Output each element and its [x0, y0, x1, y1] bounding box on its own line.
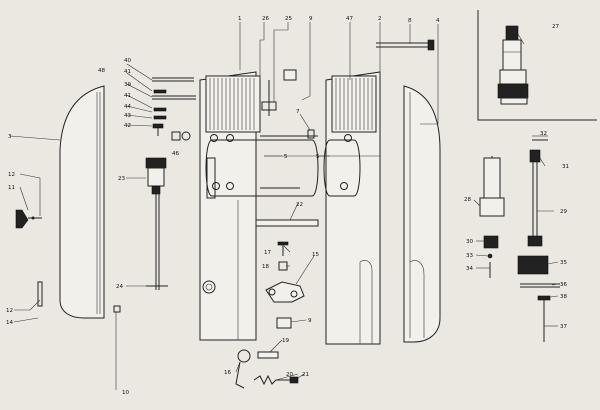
- callout-29: 29: [560, 209, 567, 215]
- callout-34: 34: [466, 266, 473, 272]
- gear-25: [261, 80, 277, 116]
- rod-39: [152, 95, 196, 100]
- nut-46: [171, 131, 191, 141]
- callout-21: 21: [302, 372, 309, 378]
- callout-41b: 41: [124, 93, 131, 99]
- block-9-top: [283, 69, 297, 81]
- callout-8: 8: [408, 18, 412, 24]
- cable-7: [260, 135, 318, 189]
- callout-2: 2: [378, 16, 382, 22]
- callout-22: 22: [296, 202, 303, 208]
- callout-28: 28: [464, 197, 471, 203]
- inset-detail-box: [477, 10, 597, 121]
- callout-37: 37: [560, 324, 567, 330]
- leader-lines: [9, 22, 559, 390]
- callout-16: 16: [224, 370, 231, 376]
- callout-35: 35: [560, 260, 567, 266]
- screw-42: [152, 123, 164, 136]
- left-cover: [59, 85, 105, 319]
- callout-30: 30: [466, 239, 473, 245]
- screw-19: [257, 351, 279, 359]
- callout-48: 48: [98, 68, 105, 74]
- knob-23: [145, 157, 167, 290]
- nut-30: [483, 235, 499, 249]
- callout-7: 7: [296, 109, 300, 115]
- callout-14: 14: [6, 320, 13, 326]
- block-35: [517, 255, 549, 275]
- clip-10: [113, 305, 121, 313]
- callout-5a: 5: [284, 154, 288, 160]
- callout-20: 20: [286, 372, 293, 378]
- spacer-18: [278, 261, 288, 271]
- callout-32: 32: [540, 131, 547, 137]
- screw-37: [537, 295, 551, 342]
- shaft-22: [255, 219, 319, 227]
- callout-17: 17: [264, 250, 271, 256]
- callout-26: 26: [262, 16, 269, 22]
- screw-17: [277, 241, 289, 256]
- callout-5b: 5: [316, 154, 320, 160]
- callout-12-top: 12: [8, 172, 15, 178]
- callout-44: 44: [124, 104, 131, 110]
- column-28: [479, 156, 505, 217]
- callout-36: 36: [560, 282, 567, 288]
- part-27-assembly: [497, 25, 529, 105]
- pin-33-34: [487, 253, 493, 278]
- right-main-plate: [323, 71, 381, 345]
- rod-8: [376, 39, 435, 51]
- callout-38: 38: [560, 294, 567, 300]
- callout-27-inset: 27: [552, 24, 559, 30]
- shaft-29: [527, 149, 543, 247]
- callout-10: 10: [122, 390, 129, 396]
- callout-41: 41: [124, 69, 131, 75]
- callout-42: 42: [124, 123, 131, 129]
- callout-40: 40: [124, 58, 131, 64]
- screw-21: [280, 376, 299, 384]
- callout-18: 18: [262, 264, 269, 270]
- callout-39: 39: [124, 82, 131, 88]
- callout-46: 46: [172, 151, 179, 157]
- rod-36: [520, 283, 560, 288]
- callout-4: 4: [436, 18, 440, 24]
- callout-24: 24: [116, 284, 123, 290]
- block-9-bottom: [276, 317, 292, 329]
- callout-12-bottom: 12: [6, 308, 13, 314]
- callout-43: 43: [124, 113, 131, 119]
- left-main-plate: [199, 71, 319, 341]
- callout-9-bottom: 9: [308, 318, 312, 324]
- lever-16: [235, 349, 251, 389]
- rod-40: [152, 77, 194, 82]
- callout-23: 23: [118, 176, 125, 182]
- callout-1: 1: [238, 16, 242, 22]
- callout-3: 3: [8, 134, 12, 140]
- right-cover: [403, 85, 441, 343]
- callout-labels: 1 26 25 9 47 2 8 4 27 48 40 41 39 41 44 …: [6, 16, 569, 396]
- callout-19: 19: [282, 338, 289, 344]
- callout-11: 11: [8, 185, 15, 191]
- callout-33: 33: [466, 253, 473, 259]
- callout-15: 15: [312, 252, 319, 258]
- callout-31: 31: [562, 164, 569, 170]
- callout-9: 9: [309, 16, 313, 22]
- callout-25: 25: [285, 16, 292, 22]
- washers-41-44: [153, 89, 167, 120]
- callout-47: 47: [346, 16, 353, 22]
- pin-12: [37, 281, 43, 307]
- bracket-15: [265, 281, 305, 303]
- spacer-7: [307, 129, 315, 139]
- knob-11: [15, 209, 42, 229]
